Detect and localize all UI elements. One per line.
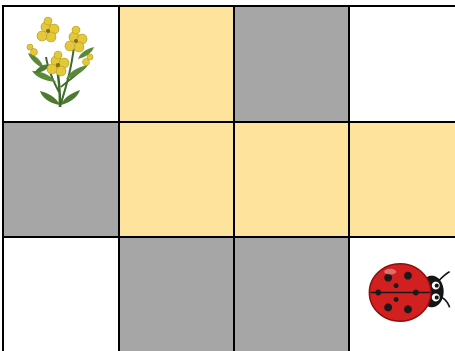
cell-r1-c0[interactable]: [4, 123, 118, 236]
flower-icon: [4, 7, 118, 121]
cell-r0-c2[interactable]: [235, 7, 348, 121]
cell-r0-c3[interactable]: [350, 7, 455, 121]
cell-r2-c2[interactable]: [235, 238, 348, 351]
game-board: [2, 5, 455, 351]
cell-r2-c0[interactable]: [4, 238, 118, 351]
ladybug-icon: [350, 238, 455, 351]
cell-r2-c3[interactable]: [350, 238, 455, 351]
cell-r1-c1[interactable]: [120, 123, 233, 236]
cell-r1-c3[interactable]: [350, 123, 455, 236]
cell-r2-c1[interactable]: [120, 238, 233, 351]
cell-r0-c1[interactable]: [120, 7, 233, 121]
cell-r1-c2[interactable]: [235, 123, 348, 236]
cell-r0-c0[interactable]: [4, 7, 118, 121]
